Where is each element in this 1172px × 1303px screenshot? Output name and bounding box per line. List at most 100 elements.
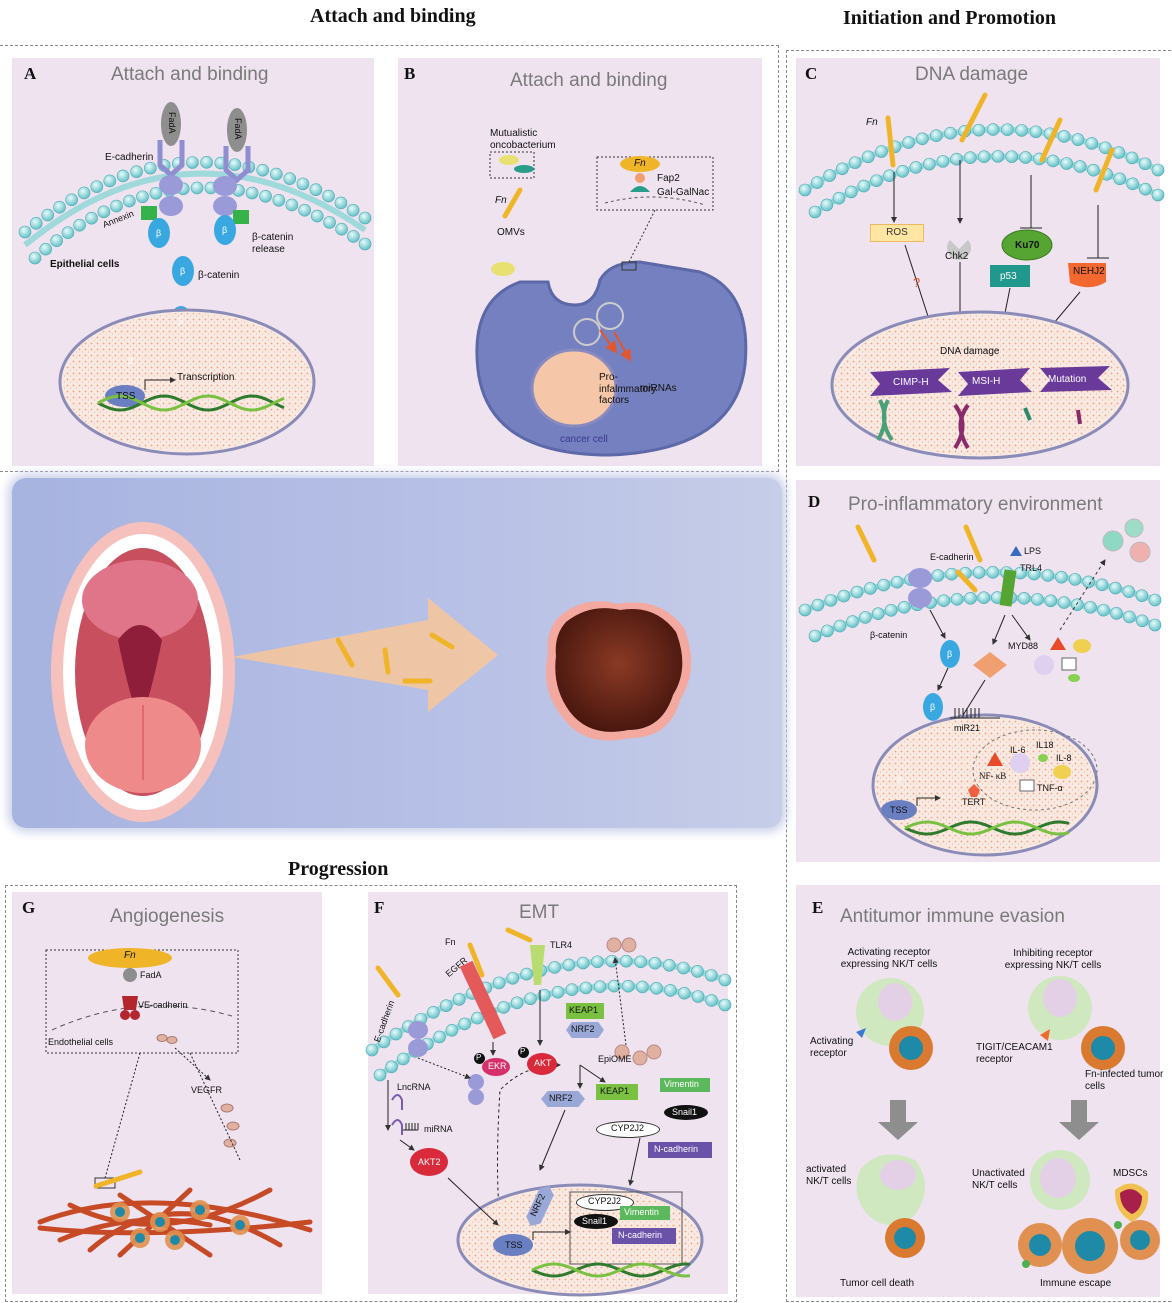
beta-symbol-a2: β [222, 225, 228, 235]
fada-label-2: FadA [233, 118, 243, 140]
akt-badge [527, 1053, 557, 1075]
vecadherin-label: VE-cadherin [138, 1000, 188, 1010]
beta-symbol-a4: β [178, 316, 184, 326]
chk2-label: Chk2 [945, 251, 969, 262]
progression-frame [5, 885, 737, 1302]
myd88-label: MYD88 [1008, 641, 1039, 651]
transcription-label: Transcription [177, 372, 235, 383]
lncrna-label: LncRNA [397, 1082, 431, 1092]
panel-b-title: Attach and binding [510, 70, 668, 91]
msi-label: MSI-H [972, 376, 1001, 387]
panel-a-letter: A [24, 64, 37, 83]
tumor-death-label: Tumor cell death [840, 1278, 915, 1289]
lps-label: LPS [1024, 546, 1042, 556]
tnfa-label: TNF-α [1037, 783, 1063, 793]
activating-receptor-label: Activating receptor [810, 1036, 854, 1059]
ku70-label: Ku70 [1015, 240, 1040, 251]
beta-symbol-d3: β [897, 775, 903, 785]
ros-question: ? [913, 275, 921, 290]
tlr4-label: TLR4 [550, 940, 573, 950]
arrow-to-tumor [232, 598, 498, 712]
cyp2j2-nuc-label: CYP2J2 [588, 1196, 622, 1206]
attach-frame [0, 45, 779, 472]
panel-d-membrane [798, 566, 1162, 643]
activating-cells-label: Activating receptor expressing NK/T cell… [840, 947, 938, 970]
cimp-label: CIMP-H [893, 377, 929, 388]
snail1-nuc-badge [574, 1214, 618, 1229]
beta-catenin-label: β-catenin [198, 270, 240, 281]
panel-g-fada-label: FadA [140, 970, 162, 980]
tert-label: TERT [962, 797, 986, 807]
unactivated-label: Unactivated NK/T cells [972, 1168, 1025, 1191]
beta-symbol-d2: β [930, 702, 936, 712]
snail1-badge [664, 1105, 708, 1120]
panel-f-pathway [375, 927, 704, 1297]
vimentin-nuc-badge [620, 1206, 670, 1220]
beta-symbol-a1: β [156, 228, 162, 238]
ncadherin-label: N-cadherin [654, 1144, 699, 1154]
mutualistic-label: Mutualistic oncobacterium [490, 128, 556, 151]
cyp2j2-badge [596, 1121, 660, 1138]
panel-c-title: DNA damage [915, 64, 1029, 85]
nrf2-top-label: NRF2 [571, 1024, 595, 1034]
ros-box: ROS [870, 224, 924, 242]
panel-b-letter: B [404, 64, 416, 83]
il8-label: IL-8 [1056, 753, 1072, 763]
panel-g-letter: G [22, 898, 36, 917]
nrf2-label: NRF2 [549, 1093, 573, 1103]
keap1-badge [596, 1084, 638, 1100]
vimentin-nuc-label: Vimentin [624, 1207, 659, 1217]
beta-symbol-a3: β [180, 266, 186, 276]
initiation-frame [786, 50, 1171, 1302]
mirnas-label: miRNAs [640, 383, 677, 394]
p2-badge [518, 1047, 529, 1058]
dna-damage-label: DNA damage [940, 346, 1000, 357]
nfkb-label: NF- κB [979, 771, 1007, 781]
vimentin-badge [660, 1078, 710, 1092]
panel-g-diagram [37, 948, 313, 1258]
endothelial-label: Endothelial cells [48, 1037, 114, 1047]
ekr-badge [482, 1058, 510, 1076]
panel-d-beta-catenin-label: β-catenin [870, 630, 908, 640]
keap1-label: KEAP1 [600, 1086, 630, 1096]
panel-f-tss-label: TSS [505, 1240, 523, 1250]
p53-label: p53 [1000, 271, 1017, 282]
panel-c-membrane [798, 123, 1165, 219]
vegfr-label: VEGFR [191, 1085, 223, 1095]
fn-infected-label: Fn-infected tumor cells [1085, 1069, 1164, 1092]
panel-b-fn-label: Fn [495, 195, 507, 206]
panel-d-tss-label: TSS [890, 805, 908, 815]
mouth-illustration [51, 522, 235, 822]
trl4-label: TRL4 [1020, 563, 1043, 573]
panel-g-fn-label: Fn [124, 950, 136, 961]
fap2-label: Fap2 [657, 173, 680, 184]
panel-f-letter: F [374, 898, 385, 917]
fada-label-1: FadA [167, 112, 177, 134]
galgalnac-label: Gal-GalNac [657, 187, 710, 198]
panel-c-fn-label: Fn [866, 117, 878, 128]
panel-c-pathway [830, 92, 1130, 460]
tumor-mass [545, 601, 692, 741]
akt2-label: AKT2 [418, 1157, 441, 1167]
panel-a-nucleus [58, 308, 316, 456]
snail1-label: Snail1 [672, 1107, 698, 1117]
p1-label: P [476, 1053, 482, 1062]
nrf2-top-badge [566, 1022, 604, 1038]
cancer-cell-label: cancer cell [560, 434, 608, 445]
panel-g-title: Angiogenesis [110, 906, 225, 927]
keap1-top-label: KEAP1 [569, 1005, 599, 1015]
activated-label: activated NK/T cells [806, 1164, 852, 1187]
panel-e-title: Antitumor immune evasion [840, 906, 1065, 927]
il18-label: IL18 [1036, 740, 1054, 750]
ncadherin-badge [648, 1142, 712, 1158]
inset-fn-label: Fn [634, 158, 646, 169]
beta-symbol-d1: β [947, 649, 953, 659]
ncadherin-nuc-badge [612, 1228, 676, 1244]
panel-d-title: Pro-inflammatory environment [848, 494, 1103, 515]
vimentin-label: Vimentin [664, 1079, 699, 1089]
panel-e-letter: E [812, 898, 824, 917]
header-initiation-promotion: Initiation and Promotion [843, 7, 1056, 29]
beta-release-label: β-catenin release [252, 232, 294, 255]
akt-label: AKT [534, 1058, 552, 1068]
p2-label: P [520, 1047, 526, 1056]
